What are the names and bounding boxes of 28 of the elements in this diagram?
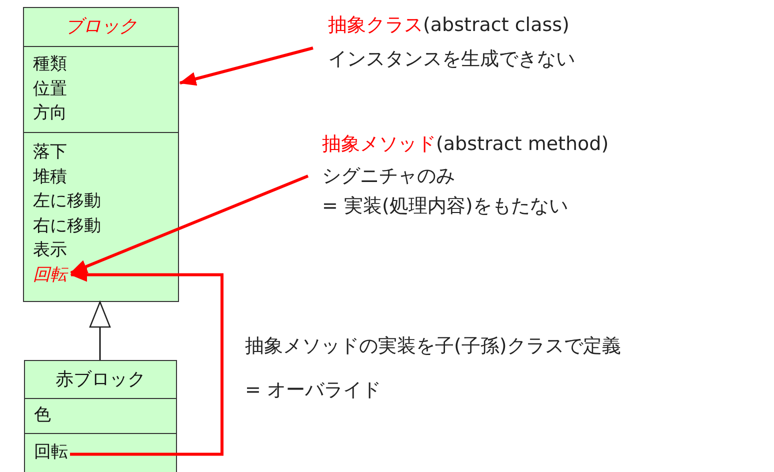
annotation-text: = 実装(処理内容)をもたない xyxy=(322,194,569,219)
method-name: 右に移動 xyxy=(32,214,102,238)
arrow xyxy=(70,268,224,456)
method-name: 色 xyxy=(33,404,52,427)
class-box xyxy=(23,7,179,302)
method-name: 表示 xyxy=(32,239,68,262)
note-text: 抽象メソッドの実装を子(子孫)クラスで定義 xyxy=(245,334,621,359)
method-name: 堆積 xyxy=(32,166,68,188)
annotation-heading: 抽象クラス xyxy=(328,14,423,36)
method-name: 左に移動 xyxy=(32,190,102,213)
annotation-text: インスタンスを生成できない xyxy=(328,47,575,72)
attribute-name: 方向 xyxy=(32,102,68,125)
annotation-english: (abstract method) xyxy=(436,133,609,155)
note-text: = オーバライド xyxy=(245,378,382,403)
attribute-name: 種類 xyxy=(32,53,68,76)
class-box xyxy=(24,360,177,472)
annotation-text: シグニチャのみ xyxy=(322,164,456,189)
class-name: ブロック xyxy=(64,15,138,39)
method-name: 回転 xyxy=(34,440,68,464)
class-name: 赤ブロック xyxy=(54,368,146,392)
attribute-name: 位置 xyxy=(32,78,68,100)
inheritance-arrow xyxy=(89,301,111,360)
annotation-english: (abstract class) xyxy=(423,14,570,36)
method-name: 落下 xyxy=(32,141,68,164)
method-name: 回転 xyxy=(33,262,67,287)
annotation-heading: 抽象メソッド xyxy=(322,133,436,155)
arrow xyxy=(179,46,314,86)
arrow xyxy=(70,174,309,274)
